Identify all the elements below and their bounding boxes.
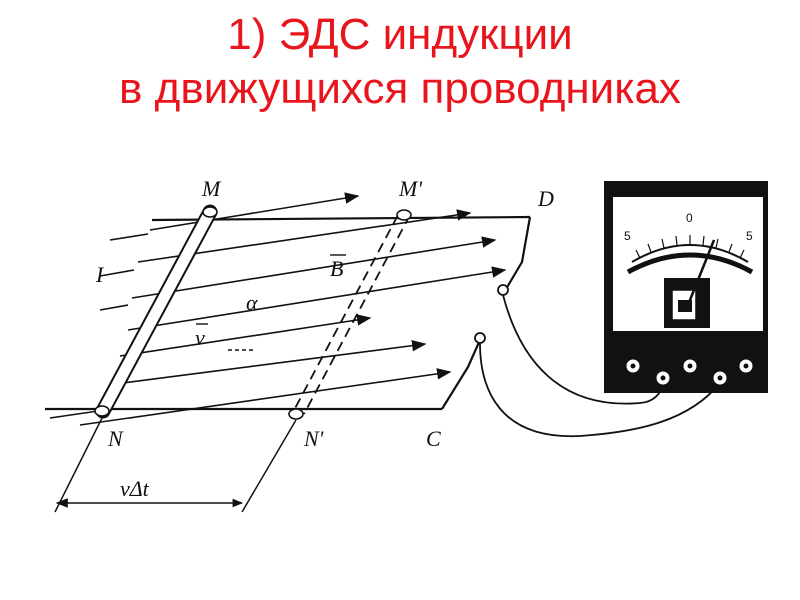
scale-label-right: 5 (746, 229, 753, 243)
title-line-1: 1) ЭДС индукции (227, 10, 573, 59)
label-b: B (330, 256, 343, 281)
vdt-dimension (54, 417, 297, 513)
terminals (474, 284, 509, 344)
label-v-dt: vΔt (120, 476, 150, 501)
label-m-prime: M' (398, 176, 422, 201)
label-v: v (195, 325, 205, 350)
rod-mn (94, 204, 218, 419)
label-m: M (201, 176, 222, 201)
top-rail-end (505, 216, 532, 290)
label-i: I (95, 262, 105, 287)
bottom-rail-end (441, 339, 482, 410)
title-line-2: в движущихся проводниках (119, 64, 681, 113)
label-c: C (426, 426, 441, 451)
meter-wires (479, 294, 721, 437)
slide-title: 1) ЭДС индукции в движущихся проводниках (0, 8, 800, 116)
label-n: N (107, 426, 124, 451)
terminal-d (497, 284, 509, 296)
label-d: D (537, 186, 554, 211)
galvanometer: 5 0 5 (604, 181, 768, 393)
label-n-prime: N' (303, 426, 324, 451)
rod-mn-prime (288, 209, 412, 420)
label-alpha: α (246, 290, 258, 315)
terminal-c (474, 332, 486, 344)
scale-label-left: 5 (624, 229, 631, 243)
scale-label-mid: 0 (686, 211, 693, 225)
